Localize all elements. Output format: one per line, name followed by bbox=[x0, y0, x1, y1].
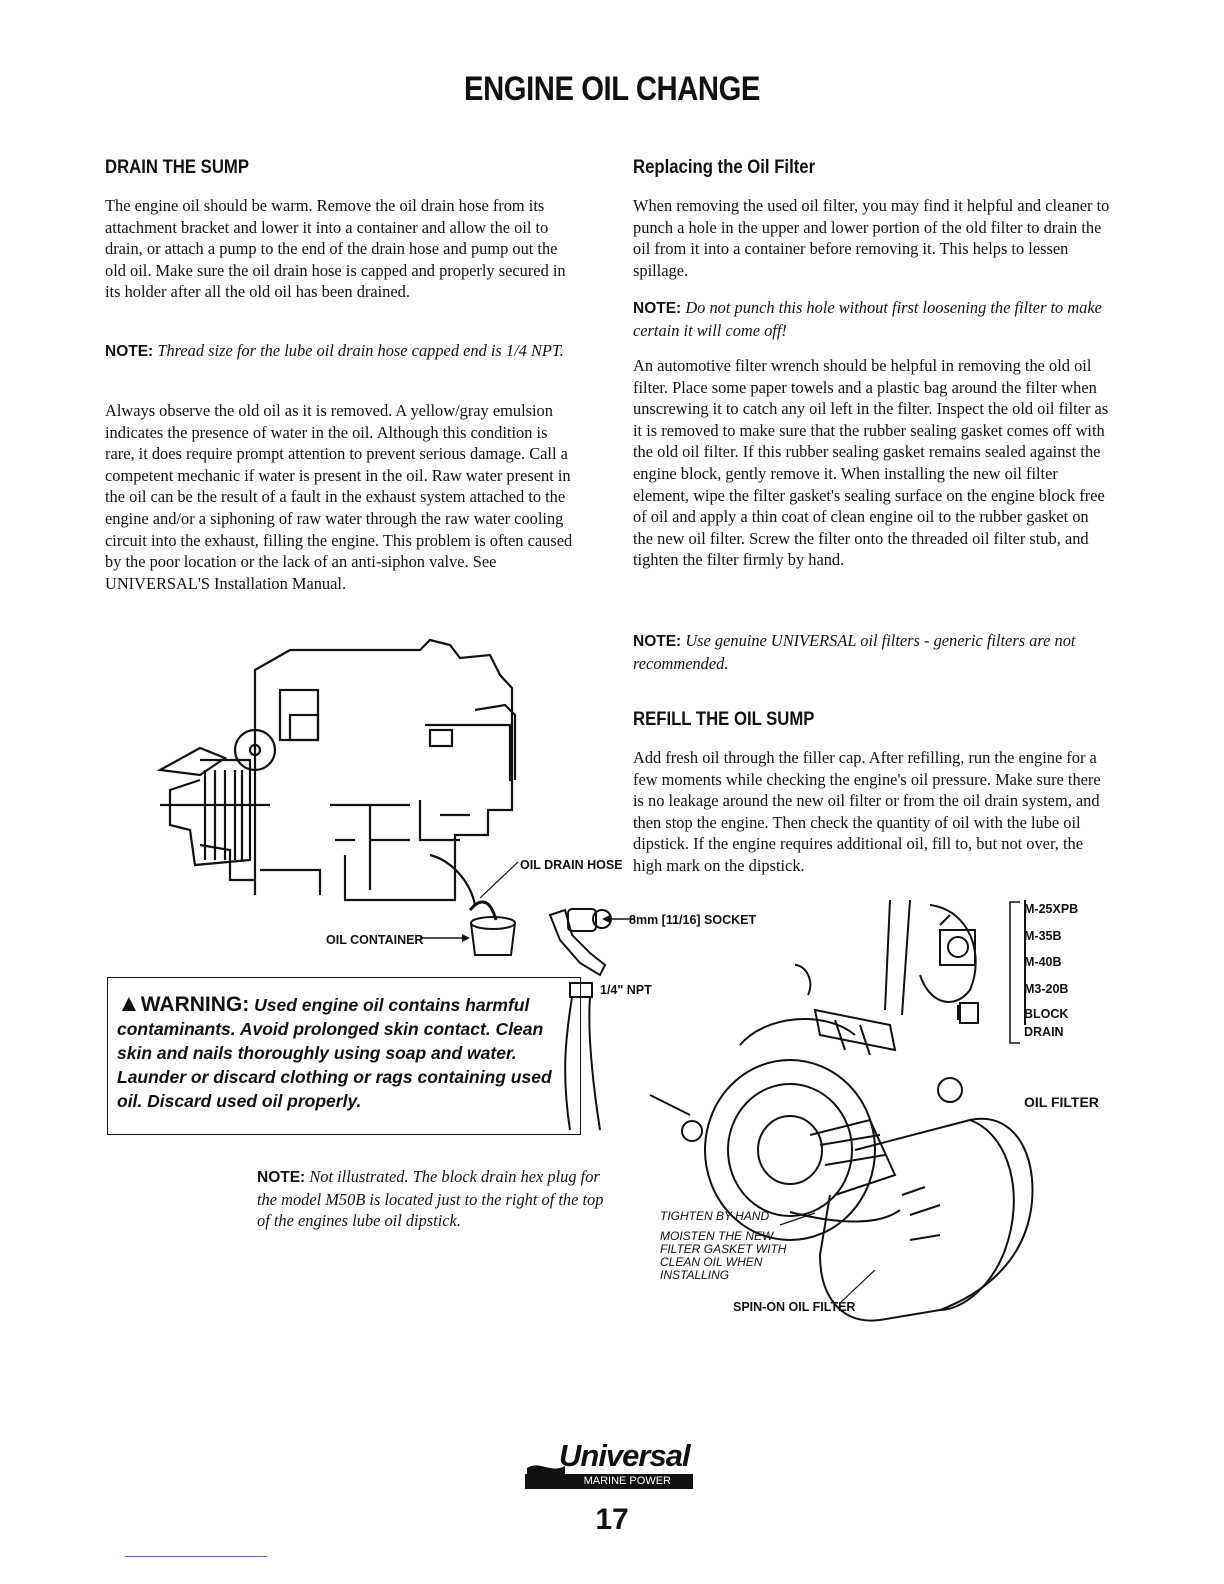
model-item: M-25XPB bbox=[1024, 902, 1079, 916]
note-label: NOTE: bbox=[257, 1169, 306, 1186]
block-drain-line-2: DRAIN bbox=[1024, 1025, 1064, 1039]
filter-note-1: NOTE: Do not punch this hole without fir… bbox=[633, 297, 1113, 341]
label-oil-container: OIL CONTAINER bbox=[326, 933, 424, 947]
drain-paragraph-2: Always observe the old oil as it is remo… bbox=[105, 401, 573, 593]
oil-filter-diagram bbox=[649, 899, 1034, 1322]
warning-icon: ▲ bbox=[117, 990, 141, 1017]
filter-paragraph-1: When removing the used oil filter, you m… bbox=[633, 196, 1110, 280]
warning-box bbox=[107, 977, 581, 1135]
label-socket: 8mm [11/16] SOCKET bbox=[629, 913, 757, 927]
model-item: M3-20B bbox=[1024, 981, 1069, 996]
label-oil-drain-hose: OIL DRAIN HOSE bbox=[520, 858, 623, 872]
drain-hose-fitting-diagram bbox=[548, 908, 635, 1131]
warning-body: Used engine oil contains harmful contami… bbox=[117, 995, 552, 1111]
label-oil-filter: OIL FILTER bbox=[1024, 1094, 1099, 1110]
filter-paragraph-2: An automotive filter wrench should be he… bbox=[633, 356, 1109, 570]
filter-heading-text: Replacing the Oil Filter bbox=[633, 157, 816, 178]
note-label: NOTE: bbox=[633, 633, 682, 650]
bottom-note: NOTE: Not illustrated. The block drain h… bbox=[257, 1166, 619, 1232]
note-text: Not illustrated. The block drain hex plu… bbox=[257, 1167, 604, 1231]
note-label: NOTE: bbox=[105, 343, 154, 360]
wave-icon bbox=[527, 1465, 565, 1474]
logo-sub: MARINE POWER bbox=[525, 1474, 693, 1489]
filter-note-2: NOTE: Use genuine UNIVERSAL oil filters … bbox=[633, 630, 1103, 674]
footer-line bbox=[125, 1556, 267, 1557]
drain-paragraph-1: The engine oil should be warm. Remove th… bbox=[105, 196, 566, 302]
model-list: M-25XPB M-35B M-40B M3-20B bbox=[1024, 896, 1078, 1002]
refill-heading-text: REFILL THE OIL SUMP bbox=[633, 709, 815, 730]
models-bracket bbox=[1009, 901, 1020, 1044]
warning-text: ▲WARNING: Used engine oil contains harmf… bbox=[117, 992, 567, 1113]
engine-drain-diagram bbox=[156, 638, 519, 956]
page-title: ENGINE OIL CHANGE bbox=[464, 70, 760, 108]
drain-note: NOTE: Thread size for the lube oil drain… bbox=[105, 340, 575, 363]
note-text: Thread size for the lube oil drain hose … bbox=[157, 341, 564, 360]
warning-label: WARNING: bbox=[140, 993, 250, 1016]
drain-heading: DRAIN THE SUMP bbox=[105, 157, 269, 179]
refill-paragraph: Add fresh oil through the filler cap. Af… bbox=[633, 748, 1101, 875]
note-text: Do not punch this hole without first loo… bbox=[633, 298, 1102, 340]
universal-logo: Universal MARINE POWER bbox=[525, 1438, 695, 1492]
drain-heading-text: DRAIN THE SUMP bbox=[105, 157, 249, 178]
note-label: NOTE: bbox=[633, 300, 682, 317]
label-block-drain: BLOCK DRAIN bbox=[1024, 1005, 1068, 1041]
label-moisten-gasket: MOISTEN THE NEW FILTER GASKET WITH CLEAN… bbox=[660, 1229, 787, 1282]
note-text: Use genuine UNIVERSAL oil filters - gene… bbox=[633, 631, 1076, 673]
logo-brand: Universal bbox=[559, 1438, 691, 1473]
model-item: M-35B bbox=[1024, 928, 1062, 943]
page-number: 17 bbox=[595, 1503, 629, 1536]
filter-heading: Replacing the Oil Filter bbox=[633, 157, 840, 179]
label-spin-on-filter: SPIN-ON OIL FILTER bbox=[733, 1300, 856, 1314]
model-item: M-40B bbox=[1024, 955, 1062, 969]
label-tighten-by-hand: TIGHTEN BY HAND bbox=[660, 1209, 770, 1223]
block-drain-line-1: BLOCK bbox=[1024, 1007, 1069, 1021]
refill-heading: REFILL THE OIL SUMP bbox=[633, 709, 839, 731]
label-npt: 1/4" NPT bbox=[600, 983, 652, 997]
